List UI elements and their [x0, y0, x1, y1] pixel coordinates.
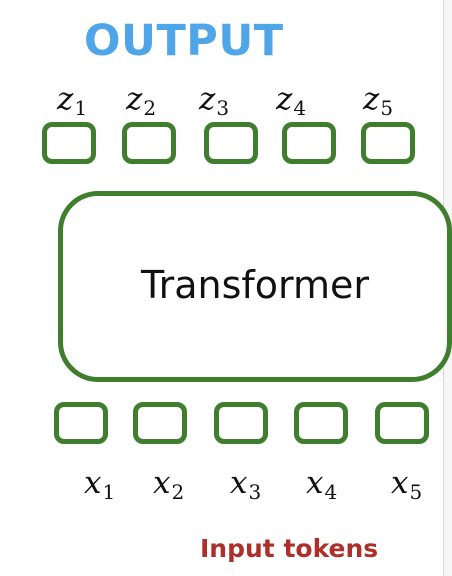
input-label-var: x — [230, 465, 248, 501]
output-heading: OUTPUT — [84, 16, 284, 66]
output-label-var: z — [199, 81, 216, 117]
output-label-var: z — [276, 81, 293, 117]
input-label-x1: x1 — [84, 465, 116, 504]
input-label-x2: x2 — [153, 465, 185, 504]
output-label-var: z — [363, 81, 380, 117]
output-token-box-4 — [282, 122, 336, 164]
input-label-subscript: 4 — [324, 480, 338, 504]
input-label-x3: x3 — [230, 465, 262, 504]
output-token-box-3 — [204, 122, 258, 164]
input-label-x5: x5 — [391, 465, 423, 504]
input-token-box-1 — [54, 402, 108, 444]
input-token-box-3 — [214, 402, 268, 444]
output-label-subscript: 3 — [216, 96, 230, 120]
transformer-label: Transformer — [140, 262, 370, 307]
input-label-subscript: 5 — [409, 480, 423, 504]
output-label-subscript: 5 — [380, 96, 394, 120]
input-label-var: x — [306, 465, 324, 501]
input-label-var: x — [391, 465, 409, 501]
transformer-block: Transformer — [58, 191, 452, 382]
output-label-z1: z1 — [57, 81, 88, 120]
input-label-subscript: 2 — [171, 480, 185, 504]
output-label-var: z — [126, 81, 143, 117]
output-label-subscript: 1 — [74, 96, 88, 120]
output-label-z3: z3 — [199, 81, 230, 120]
output-label-subscript: 2 — [143, 96, 157, 120]
output-label-z4: z4 — [276, 81, 307, 120]
output-label-z5: z5 — [363, 81, 394, 120]
output-token-box-2 — [122, 122, 176, 164]
input-label-subscript: 1 — [102, 480, 116, 504]
output-label-z2: z2 — [126, 81, 157, 120]
input-label-var: x — [84, 465, 102, 501]
output-token-box-1 — [42, 122, 96, 164]
input-token-box-2 — [133, 402, 187, 444]
input-label-x4: x4 — [306, 465, 338, 504]
input-label-var: x — [153, 465, 171, 501]
input-token-box-5 — [375, 402, 429, 444]
input-tokens-caption: Input tokens — [200, 534, 379, 563]
output-label-var: z — [57, 81, 74, 117]
output-token-box-5 — [361, 122, 415, 164]
output-label-subscript: 4 — [293, 96, 307, 120]
input-label-subscript: 3 — [248, 480, 262, 504]
input-token-box-4 — [294, 402, 348, 444]
